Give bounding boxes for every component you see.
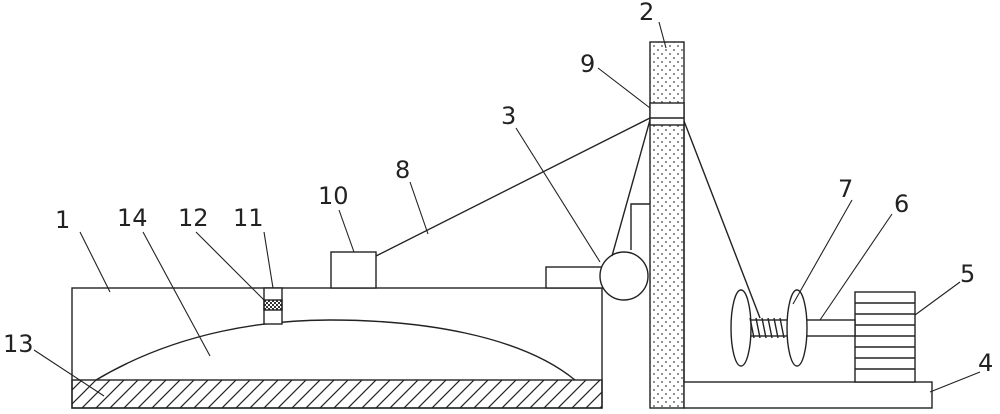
- vertical-pole: [650, 42, 684, 408]
- spool-disc-left: [731, 290, 751, 366]
- arched-cushion: [96, 320, 575, 380]
- leader-lines: [34, 22, 980, 396]
- hatched-bottom-layer: [72, 380, 602, 408]
- base-plate: [684, 382, 932, 408]
- sensor-block-fill: [264, 300, 282, 310]
- label-4: 4: [978, 349, 993, 377]
- label-10: 10: [318, 182, 349, 210]
- cable: [376, 118, 650, 256]
- spool-disc-right: [787, 290, 807, 366]
- top-box: [331, 252, 376, 288]
- label-6: 6: [894, 190, 909, 218]
- label-3: 3: [501, 102, 516, 130]
- label-9: 9: [580, 50, 595, 78]
- label-1: 1: [55, 206, 70, 234]
- label-12: 12: [178, 204, 209, 232]
- cable-to-spool: [684, 121, 760, 318]
- pulley-wheel: [600, 252, 648, 300]
- label-5: 5: [960, 260, 975, 288]
- label-2: 2: [639, 0, 654, 26]
- label-7: 7: [838, 175, 853, 203]
- label-8: 8: [395, 156, 410, 184]
- pole-bracket: [631, 204, 650, 250]
- label-13: 13: [3, 330, 34, 358]
- label-11: 11: [233, 204, 264, 232]
- wheel-mount-block: [546, 267, 604, 288]
- label-14: 14: [117, 204, 148, 232]
- pole-band: [650, 103, 684, 125]
